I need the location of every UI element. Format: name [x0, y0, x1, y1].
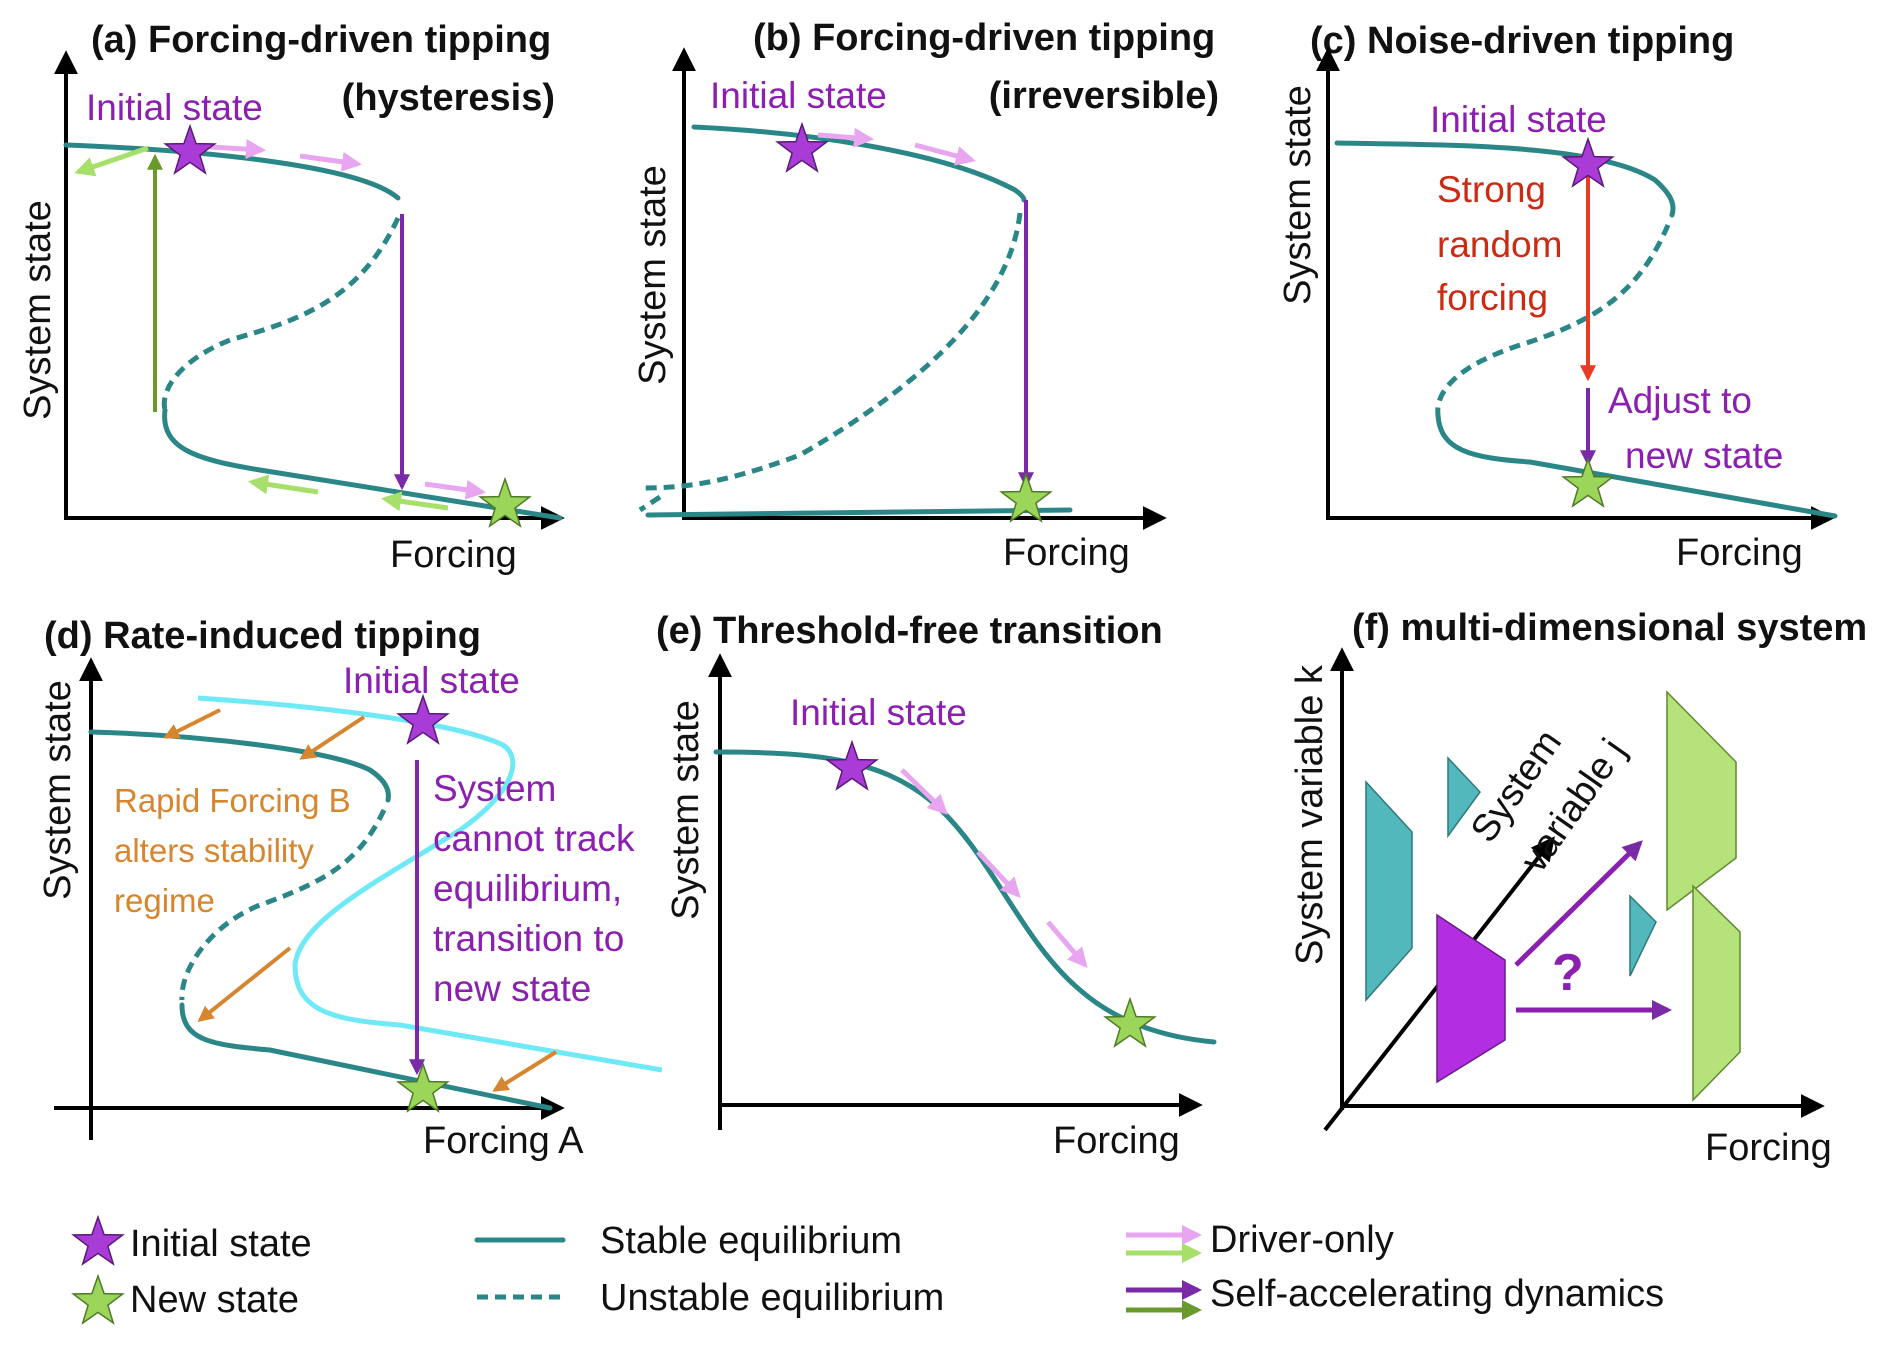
- panel-d-rapid-line-3: regime: [114, 882, 215, 919]
- panel-c: (c) Noise-driven tipping System state Fo…: [1277, 20, 1838, 574]
- legend-new-state: New state: [130, 1279, 299, 1321]
- panel-d-rapid-line-1: Rapid Forcing B: [114, 782, 351, 819]
- panel-b-driver-arrow-1: [817, 127, 874, 148]
- panel-e-new-star-icon: [1104, 998, 1156, 1047]
- panel-f-arrow-upper: [1514, 840, 1643, 967]
- panel-e-driver-arrow-2: [976, 850, 1021, 898]
- panel-e-initial-label: Initial state: [790, 692, 967, 733]
- panel-c-stable-lower: [1435, 412, 1838, 519]
- panel-f-teal-block-large: [1365, 780, 1413, 1002]
- panel-b-new-star-icon: [1000, 473, 1052, 522]
- panel-b: (b) Forcing-driven tipping (irreversible…: [632, 17, 1219, 574]
- panel-d-track-line-4: transition to: [433, 918, 624, 959]
- panel-c-new-star-icon: [1562, 458, 1614, 507]
- panel-d-unstable-branch: [179, 808, 387, 1001]
- panel-a-stable-lower: [162, 407, 563, 521]
- panel-d-initial-label: Initial state: [343, 660, 520, 701]
- panel-e-driver-arrow-3: [1046, 920, 1088, 969]
- panel-e-initial-star-icon: [826, 741, 878, 790]
- panel-a-y-label: System state: [17, 200, 59, 420]
- legend-new-star-icon: [72, 1275, 124, 1324]
- panel-f-green-block-upper: [1666, 690, 1737, 912]
- panel-d-track-line-2: cannot track: [433, 818, 635, 859]
- legend-initial-state: Initial state: [130, 1223, 312, 1265]
- panel-f-teal-block-small-1: [1447, 756, 1481, 839]
- panel-f-question-mark: ?: [1552, 944, 1584, 1002]
- panel-d-stable-lower: [179, 1002, 553, 1111]
- panel-d: (d) Rate-induced tipping System state Fo…: [37, 615, 663, 1162]
- panel-c-title: (c) Noise-driven tipping: [1310, 20, 1734, 62]
- panel-c-adjust-line-1: Adjust to: [1608, 380, 1752, 421]
- panel-a-initial-star-icon: [164, 125, 216, 174]
- panel-b-x-label: Forcing: [1003, 532, 1130, 574]
- panel-e-x-label: Forcing: [1053, 1120, 1180, 1162]
- panel-c-random-line-1: Strong: [1437, 169, 1546, 210]
- panel-e-title: (e) Threshold-free transition: [656, 610, 1163, 652]
- panel-b-stable-upper: [691, 124, 1027, 203]
- panel-a-driver-back-arrow-3: [381, 491, 449, 512]
- panel-b-unstable-tail: [638, 494, 662, 513]
- panel-b-driver-arrow-2: [914, 142, 976, 166]
- legend-self-accelerating: Self-accelerating dynamics: [1210, 1273, 1664, 1315]
- panel-c-initial-label: Initial state: [1430, 99, 1607, 140]
- panel-a-driver-back-arrow-2: [248, 474, 319, 495]
- panel-e-y-label: System state: [665, 700, 707, 920]
- legend-unstable: Unstable equilibrium: [600, 1277, 944, 1319]
- panel-d-rate-arrow-3: [197, 946, 292, 1022]
- panel-d-shifted-equilibrium-curve: [197, 695, 663, 1073]
- panel-d-rate-arrow-2: [299, 715, 366, 760]
- panel-d-rate-arrow-4: [492, 1050, 558, 1092]
- panel-b-title: (b) Forcing-driven tipping: [753, 17, 1215, 59]
- panel-b-subtitle: (irreversible): [989, 75, 1219, 117]
- panel-e: (e) Threshold-free transition System sta…: [656, 610, 1217, 1162]
- legend-stable: Stable equilibrium: [600, 1220, 902, 1262]
- legend-initial-star-icon: [72, 1216, 124, 1265]
- panel-f-teal-block-small-2: [1629, 894, 1657, 977]
- panel-c-x-label: Forcing: [1676, 532, 1803, 574]
- panel-a-stable-upper: [63, 142, 401, 201]
- panel-d-title: (d) Rate-induced tipping: [44, 615, 481, 657]
- panel-b-initial-label: Initial state: [710, 75, 887, 116]
- panel-c-adjust-line-2: new state: [1625, 435, 1783, 476]
- panel-e-driver-arrow-1: [900, 768, 948, 815]
- panel-f: (f) multi-dimensional system System vari…: [1289, 607, 1867, 1169]
- panel-a: (a) Forcing-driven tipping (hysteresis) …: [17, 19, 565, 576]
- panel-b-unstable-branch: [639, 212, 1023, 491]
- panel-a-subtitle: (hysteresis): [342, 77, 555, 119]
- panel-e-stable-curve: [713, 749, 1217, 1045]
- panel-d-initial-star-icon: [397, 695, 449, 744]
- panel-a-title: (a) Forcing-driven tipping: [91, 19, 551, 61]
- panel-d-track-line-3: equilibrium,: [433, 868, 622, 909]
- panel-d-track-line-1: System: [433, 768, 556, 809]
- panel-d-rapid-line-2: alters stability: [114, 832, 314, 869]
- panel-f-green-block-lower: [1692, 884, 1741, 1102]
- panel-f-purple-block: [1436, 913, 1506, 1084]
- panel-c-random-line-2: random: [1437, 224, 1562, 265]
- panel-c-y-label: System state: [1277, 85, 1319, 305]
- panel-a-unstable-branch: [161, 216, 401, 411]
- legend-driver-only: Driver-only: [1210, 1219, 1394, 1261]
- panel-f-title: (f) multi-dimensional system: [1352, 607, 1867, 649]
- panel-f-y-label: System variable k: [1289, 664, 1331, 965]
- panel-d-track-line-5: new state: [433, 968, 591, 1009]
- panel-b-y-label: System state: [632, 165, 674, 385]
- legend: Initial state New state Stable equilibri…: [72, 1216, 1664, 1324]
- panel-f-x-label: Forcing: [1705, 1127, 1832, 1169]
- panel-c-unstable-branch: [1435, 224, 1671, 416]
- panel-a-driver-arrow-2: [299, 151, 362, 172]
- panel-a-driver-arrow-1: [209, 139, 266, 160]
- panel-d-new-star-icon: [397, 1063, 449, 1112]
- panel-b-initial-star-icon: [776, 123, 828, 172]
- panel-a-driver-arrow-3: [424, 479, 486, 500]
- panel-a-x-label: Forcing: [390, 534, 517, 576]
- panel-c-random-line-3: forcing: [1437, 277, 1548, 318]
- panel-d-rate-arrow-1: [163, 708, 221, 739]
- panel-b-stable-lower: [645, 507, 1073, 518]
- panel-a-initial-label: Initial state: [86, 87, 263, 128]
- panel-d-x-label: Forcing A: [423, 1120, 584, 1162]
- panel-d-y-label: System state: [37, 680, 79, 900]
- panel-a-driver-back-arrow-1: [74, 145, 149, 177]
